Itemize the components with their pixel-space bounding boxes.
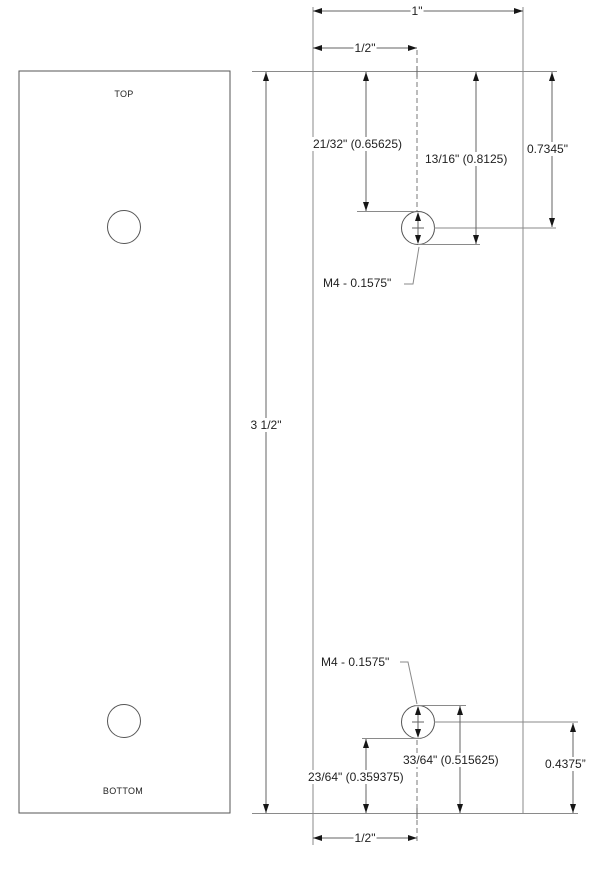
top-hole-callout-leader: [404, 246, 420, 285]
top-hole-up-arrowhead: [415, 212, 421, 221]
arrowhead: [473, 72, 479, 81]
arrowhead: [363, 72, 369, 81]
dim-offset-bottom: 1/2": [353, 831, 377, 845]
dim-height-total: 3 1/2": [249, 418, 283, 432]
dim-top-hole-center: 0.7345": [526, 142, 569, 156]
dim-top-hole-top: 21/32" (0.65625): [312, 137, 403, 151]
arrowhead: [263, 804, 269, 813]
arrowhead: [549, 72, 555, 81]
front-top-hole: [107, 210, 141, 244]
callout-top-hole: M4 - 0.1575": [322, 276, 393, 290]
front-view-top-label: TOP: [114, 89, 134, 99]
arrowhead: [570, 723, 576, 732]
leader-lines: [400, 246, 420, 705]
front-view: [18, 70, 231, 814]
top-hole-down-arrowhead: [415, 235, 421, 244]
front-plate-outline: [18, 70, 231, 814]
arrowhead: [549, 218, 555, 227]
dim-top-hole-bottom: 13/16" (0.8125): [424, 152, 509, 166]
dim-width-total: 1": [410, 4, 424, 18]
arrowhead: [263, 72, 269, 81]
arrowhead: [313, 835, 322, 841]
arrowhead: [570, 804, 576, 813]
arrowhead: [408, 45, 417, 51]
arrowhead: [313, 8, 322, 14]
arrowhead: [457, 706, 463, 715]
arrowhead: [457, 804, 463, 813]
arrowhead: [363, 202, 369, 211]
tangent-lines: [357, 211, 578, 739]
arrowhead: [313, 45, 322, 51]
arrowhead: [473, 235, 479, 244]
front-bottom-hole: [107, 704, 141, 738]
dim-offset-top: 1/2": [353, 41, 377, 55]
arrowhead: [514, 8, 523, 14]
side-view-holes: [401, 211, 435, 739]
dim-bottom-hole-bottom: 23/64" (0.359375): [307, 770, 405, 784]
bottom-hole-up-arrowhead: [415, 706, 421, 715]
dimension-lines: [263, 8, 576, 841]
dim-bottom-hole-top: 33/64" (0.515625): [402, 753, 500, 767]
arrowhead: [363, 739, 369, 748]
callout-bottom-hole: M4 - 0.1575": [320, 655, 391, 669]
arrowhead: [408, 835, 417, 841]
front-view-bottom-label: BOTTOM: [102, 786, 144, 796]
dim-bottom-hole-center: 0.4375”: [544, 757, 587, 771]
bottom-hole-down-arrowhead: [415, 729, 421, 738]
bottom-hole-callout-leader: [400, 661, 418, 705]
arrowhead: [363, 804, 369, 813]
